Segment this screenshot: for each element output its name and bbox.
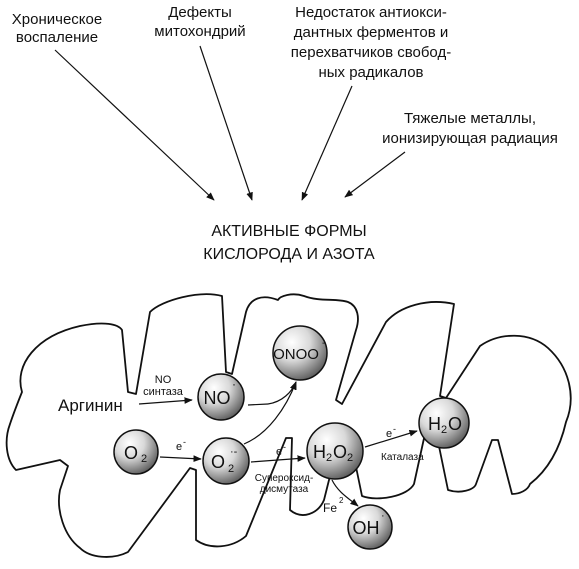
svg-text:-: - (283, 442, 286, 452)
svg-text:Супероксид-: Супероксид- (255, 473, 314, 484)
svg-text:Недостаток антиокси-: Недостаток антиокси- (295, 4, 447, 21)
svg-text:АКТИВНЫЕ ФОРМЫ: АКТИВНЫЕ ФОРМЫ (211, 223, 366, 240)
arrow-superoxide-to-h2o2 (250, 455, 306, 463)
svg-text:КИСЛОРОДА И АЗОТА: КИСЛОРОДА И АЗОТА (203, 246, 375, 263)
svg-text:e: e (386, 428, 392, 440)
svg-text:митохондрий: митохондрий (154, 23, 245, 40)
svg-text:воспаление: воспаление (16, 29, 98, 46)
svg-text:H: H (313, 442, 326, 462)
svg-text:·: · (381, 510, 385, 522)
arrow-arginine-to-no (138, 397, 193, 405)
electron-label-1: e - (176, 437, 186, 453)
electron-label-3: e - (386, 424, 396, 440)
svg-text:ONOO: ONOO (273, 346, 319, 363)
arrow-inflammation (54, 49, 215, 201)
molecule-o2: O 2 (113, 429, 159, 475)
molecule-superoxide: O 2 ·- (202, 437, 250, 485)
svg-text:Тяжелые металлы,: Тяжелые металлы, (404, 110, 536, 127)
svg-text:2: 2 (339, 496, 344, 505)
arrow-no-to-onoo (247, 403, 269, 406)
svg-text:O: O (211, 452, 225, 472)
svg-text:ионизирующая радиация: ионизирующая радиация (382, 130, 558, 147)
svg-text:дисмутаза: дисмутаза (260, 484, 309, 495)
svg-text:·-: ·- (230, 446, 238, 458)
arrow-h2o2-to-h2o (364, 430, 418, 448)
molecule-h2o: H 2 O (418, 397, 470, 449)
svg-text:·: · (232, 377, 236, 391)
cause-mitochondria-label: Дефекты митохондрий (154, 4, 245, 40)
svg-text:2: 2 (141, 453, 147, 465)
svg-text:NO: NO (155, 374, 172, 386)
cause-metals-label: Тяжелые металлы, ионизирующая радиация (382, 110, 558, 147)
svg-text:O: O (124, 443, 138, 463)
svg-text:Дефекты: Дефекты (168, 4, 232, 21)
svg-text:синтаза: синтаза (143, 386, 184, 398)
electron-label-2: e - (276, 442, 286, 458)
svg-text:NO: NO (204, 388, 231, 408)
svg-text:O: O (448, 414, 462, 434)
sod-label: Супероксид- дисмутаза (255, 473, 314, 495)
mitochondrion-outline (5, 293, 572, 558)
molecule-onoo: ONOO - (272, 325, 328, 381)
arrow-o2-to-superoxide (159, 455, 202, 462)
svg-text:-: - (322, 338, 325, 349)
svg-text:-: - (393, 424, 396, 434)
molecule-oh: OH · (347, 504, 393, 550)
arrow-metals (344, 151, 406, 198)
arrow-mitochondria (199, 45, 253, 201)
catalase-label: Каталаза (381, 452, 424, 463)
cause-antioxidant-label: Недостаток антиокси- дантных ферментов и… (291, 4, 451, 81)
svg-text:O: O (333, 442, 347, 462)
center-title: АКТИВНЫЕ ФОРМЫ КИСЛОРОДА И АЗОТА (203, 223, 375, 263)
fe-label: Fe 2 (323, 496, 344, 515)
svg-text:дантных ферментов и: дантных ферментов и (294, 24, 449, 41)
svg-text:-: - (183, 437, 186, 447)
svg-text:ных радикалов: ных радикалов (318, 64, 423, 81)
no-synthase-label: NO синтаза (143, 374, 184, 398)
svg-text:2: 2 (228, 463, 234, 475)
arrow-antioxidant (301, 85, 353, 201)
svg-text:e: e (276, 446, 282, 458)
arginine-label: Аргинин (58, 396, 123, 415)
svg-text:OH: OH (353, 518, 380, 538)
arrow-superoxide-to-onoo (243, 381, 297, 445)
svg-text:2: 2 (347, 452, 353, 464)
cause-inflammation-label: Хроническое воспаление (12, 11, 102, 46)
svg-text:Хроническое: Хроническое (12, 11, 102, 28)
svg-text:2: 2 (326, 452, 332, 464)
svg-text:Fe: Fe (323, 501, 337, 515)
arrow-h2o2-to-oh (331, 479, 359, 507)
molecule-h2o2: H 2 O 2 (306, 422, 364, 480)
svg-text:перехватчиков свобод-: перехватчиков свобод- (291, 44, 451, 61)
svg-text:H: H (428, 414, 441, 434)
svg-text:e: e (176, 441, 182, 453)
svg-text:2: 2 (441, 424, 447, 436)
molecule-no: NO · (197, 373, 245, 421)
